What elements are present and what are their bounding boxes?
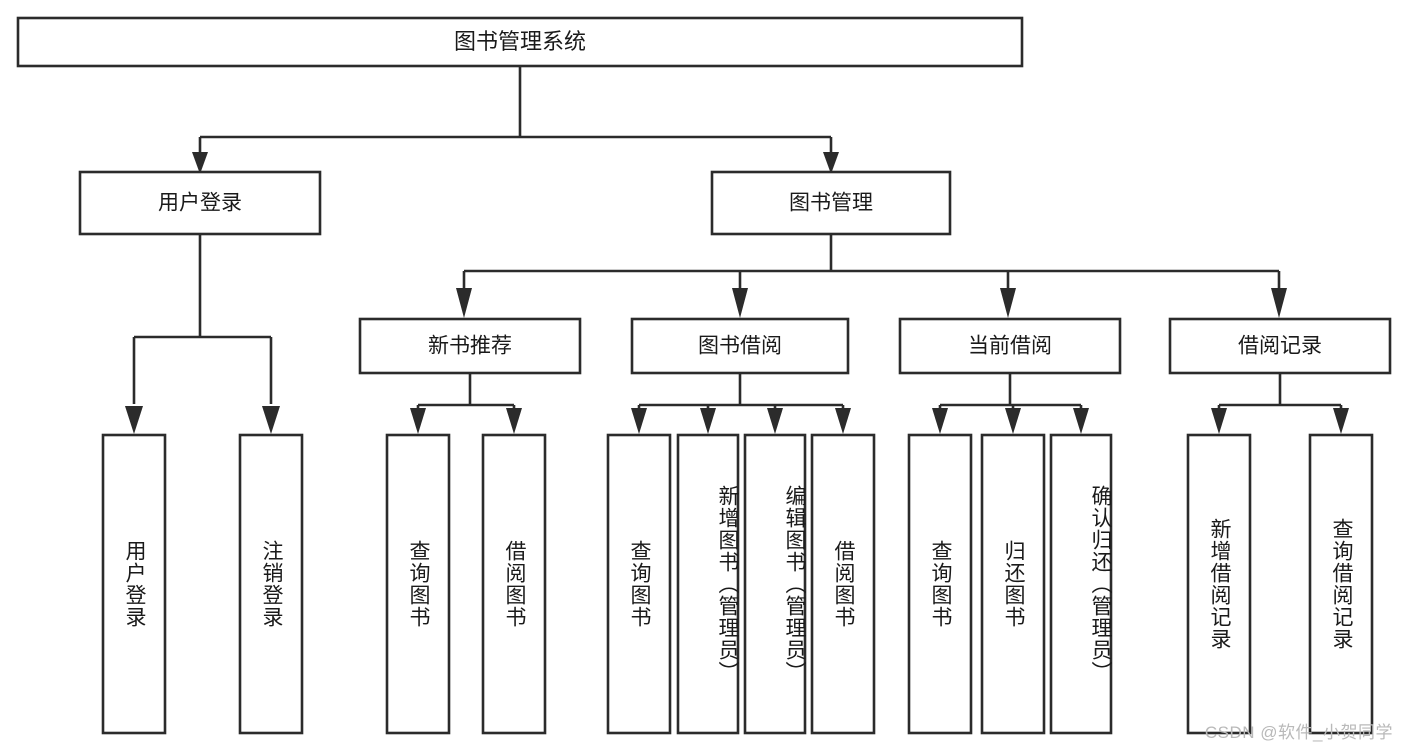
leaf-box-query-book-current[interactable]	[907, 433, 973, 735]
leaf-box-query-book-borrow[interactable]	[606, 433, 672, 735]
leaf-box-borrow-book[interactable]	[810, 433, 876, 735]
connector-records-to-leaves	[1211, 373, 1349, 434]
node-borrow-records-label: 借阅记录	[1238, 335, 1322, 358]
node-new-book-recommend-label: 新书推荐	[428, 335, 512, 358]
connector-bookmgmt-to-level2	[456, 234, 1287, 318]
node-root-label: 图书管理系统	[454, 29, 586, 54]
leaf-box-query-borrow-record[interactable]	[1308, 433, 1374, 735]
leaf-box-confirm-return-admin[interactable]	[1049, 433, 1113, 735]
connector-userlogin-to-leaves	[125, 234, 280, 434]
leaf-box-query-book-new[interactable]	[385, 433, 451, 735]
node-book-borrow[interactable]: 图书借阅	[630, 317, 850, 375]
leaf-box-return-book[interactable]	[980, 433, 1046, 735]
node-new-book-recommend[interactable]: 新书推荐	[358, 317, 582, 375]
node-book-management[interactable]: 图书管理	[710, 170, 952, 236]
node-user-login-label: 用户登录	[158, 192, 242, 215]
connector-root-to-level1	[192, 66, 839, 174]
connector-borrow-to-leaves	[631, 373, 851, 434]
node-book-borrow-label: 图书借阅	[698, 335, 782, 358]
node-user-login[interactable]: 用户登录	[78, 170, 322, 236]
leaf-box-logout[interactable]	[238, 433, 304, 735]
node-root-system[interactable]: 图书管理系统	[16, 16, 1024, 68]
node-current-borrow-label: 当前借阅	[968, 335, 1052, 358]
leaf-box-borrow-book-new[interactable]	[481, 433, 547, 735]
connector-current-to-leaves	[932, 373, 1089, 434]
leaf-boxes	[101, 433, 1374, 735]
node-book-management-label: 图书管理	[789, 192, 873, 215]
connector-newbook-to-leaves	[410, 373, 522, 434]
leaf-box-edit-book-admin[interactable]	[743, 433, 807, 735]
node-current-borrow[interactable]: 当前借阅	[898, 317, 1122, 375]
leaf-box-add-borrow-record[interactable]	[1186, 433, 1252, 735]
leaf-box-user-login[interactable]	[101, 433, 167, 735]
csdn-watermark: CSDN @软件_小贺同学	[1204, 723, 1393, 742]
node-borrow-records[interactable]: 借阅记录	[1168, 317, 1392, 375]
leaf-box-add-book-admin[interactable]	[676, 433, 740, 735]
